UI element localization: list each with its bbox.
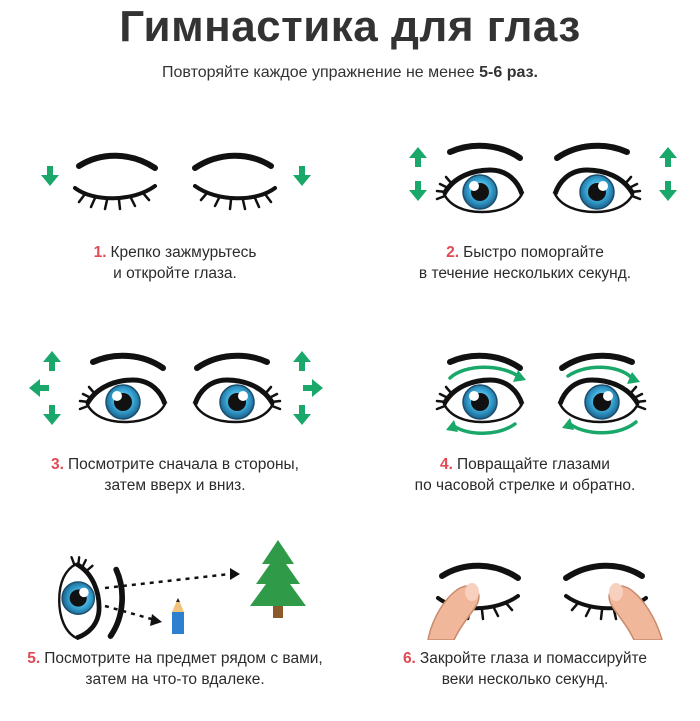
exercise-line1: Крепко зажмурьтесь <box>110 244 257 261</box>
exercise-caption: 4.Повращайте глазами по часовой стрелке … <box>350 454 700 496</box>
eye-pencil-tree-icon <box>0 540 306 640</box>
exercise-number: 6. <box>402 650 416 667</box>
exercise-number: 5. <box>27 650 41 667</box>
exercise-line2: и откройте глаза. <box>113 265 237 282</box>
exercise-line1: Посмотрите сначала в стороны, <box>67 456 299 473</box>
eyes-rotation-arrows-icon <box>350 340 700 435</box>
exercise-line1: Закройте глаза и помассируйте <box>419 650 648 667</box>
exercise-line1: Быстро поморгайте <box>463 244 604 261</box>
exercise-number: 4. <box>440 456 453 473</box>
exercise-line2: веки несколько секунд. <box>441 671 609 688</box>
exercise-number: 2. <box>446 244 460 261</box>
exercise-line2: в течение нескольких секунд. <box>418 265 632 282</box>
exercise-line2: по часовой стрелке и обратно. <box>414 477 636 494</box>
subtitle-emphasis: 5-6 раз. <box>479 64 538 81</box>
exercise-caption: 5.Посмотрите на предмет рядом с вами, за… <box>0 648 350 690</box>
exercise-caption: 3.Посмотрите сначала в стороны, затем вв… <box>0 454 350 496</box>
exercise-number: 3. <box>51 456 64 473</box>
exercise-caption: 1.Крепко зажмурьтесь и откройте глаза. <box>0 242 350 284</box>
exercise-caption: 2.Быстро поморгайте в течение нескольких… <box>350 242 700 284</box>
exercise-caption: 6.Закройте глаза и помассируйте веки нес… <box>350 648 700 690</box>
exercise-line1: Повращайте глазами <box>456 456 610 473</box>
page-title: Гимнастика для глаз <box>119 2 581 51</box>
right-finger-icon <box>608 583 663 640</box>
exercise-line2: затем на что-то вдалеке. <box>85 671 265 688</box>
open-eyes-up-down-arrows-icon <box>409 130 677 230</box>
left-finger-icon <box>427 583 480 640</box>
exercise-number: 1. <box>93 244 107 261</box>
closed-eyes-fingers-icon <box>427 530 663 640</box>
exercise-line2: затем вверх и вниз. <box>104 477 246 494</box>
tree-icon <box>250 540 306 618</box>
exercise-line1: Посмотрите на предмет рядом с вами, <box>44 650 323 667</box>
page-subtitle: Повторяйте каждое упражнение не менее 5-… <box>0 64 700 82</box>
pencil-icon <box>172 598 184 634</box>
subtitle-text: Повторяйте каждое упражнение не менее <box>162 64 475 81</box>
eyes-four-direction-arrows-icon <box>29 351 323 425</box>
closed-eyes-down-arrows-icon <box>41 130 311 230</box>
